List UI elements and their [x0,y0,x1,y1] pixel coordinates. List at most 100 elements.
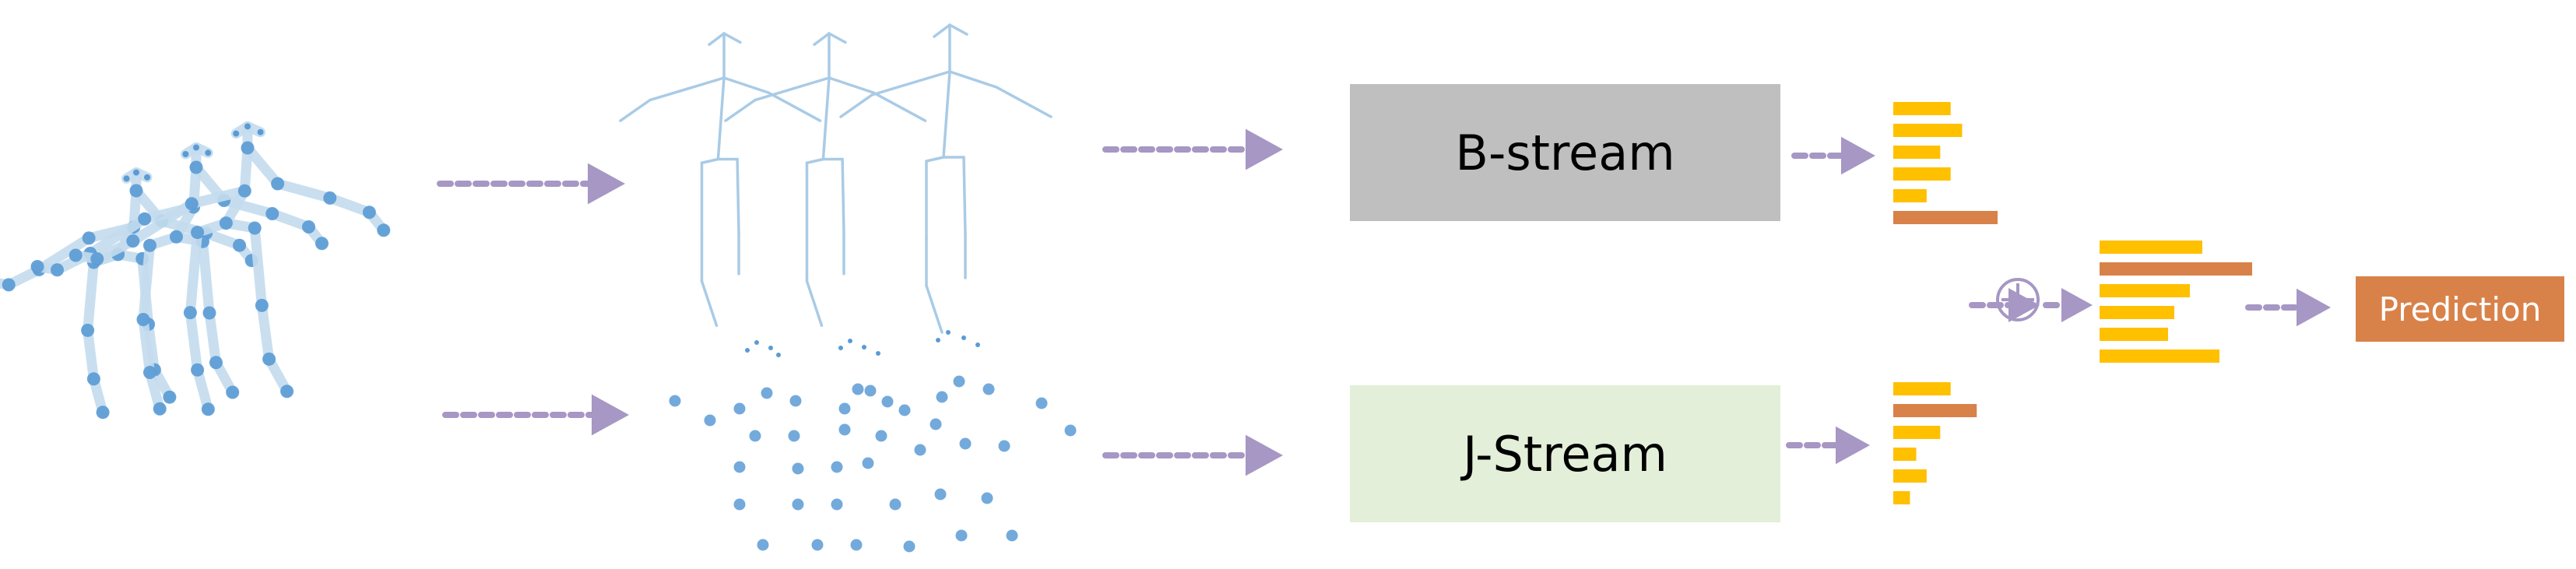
skeleton-3-bone-8 [92,236,139,265]
b-stream-label: B-stream [1455,124,1675,181]
skeleton-2-joint-10 [30,260,44,273]
skeleton-1-bone-16 [83,325,99,385]
skeleton-3-joint-12 [323,191,337,205]
bone-skeleton-2-segment-4 [754,76,831,102]
skeleton-2-joint-16 [136,313,150,326]
skeleton-3-bone-7 [128,198,197,247]
bone-skeleton-1-segment-12 [700,279,719,327]
j-stream-score-bar-6 [1893,491,1910,504]
joint-dot-30 [831,498,843,511]
joint-dot-34 [757,539,769,551]
joint-dot-25 [914,444,926,456]
j-stream-score-bar-4 [1893,448,1917,461]
bone-skeleton-1-segment-5 [619,98,652,122]
joint-dot-7 [788,430,800,442]
joint-dot-26 [959,437,972,450]
b-stream-box-bg [1350,84,1780,221]
b-stream-score-bar-5 [1893,189,1927,202]
b-stream-score-bar-1 [1893,102,1951,115]
skeleton-2-joint-6 [170,230,183,244]
skeleton-2-joint-20 [202,306,216,320]
joint-dot-14 [875,430,887,442]
skeleton-3-joint-9 [90,252,104,266]
bone-skeleton-1-segment-9 [700,157,720,164]
arrow-to-bone-data-head [588,163,625,205]
bone-data-illustration [619,23,1053,334]
joint-head-dot-6 [848,339,852,343]
joint-head-dot-11 [961,335,966,340]
skeleton-3-joint-18 [201,402,215,416]
joint-dot-35 [811,539,824,551]
arrow-to-j-stream-head [1246,434,1283,476]
skeleton-2-joint-12 [265,207,279,220]
skeleton-3-joint-17 [191,363,205,377]
bone-skeleton-2-segment-5 [724,98,757,122]
bone-skeleton-3-segment-7 [995,86,1053,118]
input-skeleton-sequence [0,121,391,420]
bone-skeleton-2-segment-12 [805,279,824,327]
prediction-box-bg [2356,276,2564,342]
joint-dot-18 [1035,397,1048,409]
skeleton-2-bone-20 [204,307,221,368]
skeleton-2-bone-7 [85,213,150,258]
joint-data-illustration [669,330,1077,553]
skeleton-3-bone-17 [192,364,213,415]
prediction-box: Prediction [2356,276,2564,342]
fused-score-bar-3 [2100,284,2190,297]
j-stream-score-bar-2 [1893,404,1977,417]
bone-skeleton-2-segment-9 [805,157,825,164]
bone-skeleton-3-segment-6 [948,70,998,89]
joint-dot-3 [733,402,746,415]
joint-head-dot-10 [946,330,951,335]
skeleton-2-joint-17 [143,366,156,379]
joint-dot-22 [792,462,804,475]
joint-dot-36 [850,539,863,551]
skeleton-3-joint-13 [362,205,376,220]
b-stream-box: B-stream [1350,84,1780,221]
skeleton-2-joint-18 [153,402,167,416]
skeleton-2-joint-3 [205,149,212,156]
bone-skeleton-1-segment-8 [716,76,726,161]
skeleton-1-joint-4 [129,184,143,198]
joint-dot-33 [981,492,993,504]
skeleton-2-joint-7 [138,212,152,226]
skeleton-1-joint-7 [82,231,96,245]
joint-dot-32 [934,488,947,501]
bone-skeleton-1-segment-4 [648,76,726,102]
bone-skeleton-3-segment-14 [962,156,967,237]
joint-dot-9 [852,383,864,395]
joint-dot-13 [838,423,851,436]
skeleton-2-joint-1 [193,144,199,151]
joint-dot-19 [1064,424,1077,437]
bone-skeleton-1-segment-6 [722,76,770,94]
skeleton-3-joint-2 [233,130,240,137]
joint-dot-31 [889,498,901,511]
skeleton-3-joint-20 [255,298,269,312]
bone-skeleton-3-segment-4 [870,70,951,97]
skeleton-3-bone-15 [185,227,203,318]
score-bars [1893,102,2252,504]
joint-head-dot-2 [754,340,759,345]
flow-arrows [437,128,2331,476]
joint-dot-21 [733,461,746,473]
skeleton-3-joint-22 [280,385,294,399]
b-stream-score-bar-3 [1893,146,1941,159]
bone-skeleton-3-segment-8 [942,70,951,159]
bone-skeleton-3-segment-12 [925,284,944,334]
bone-skeleton-3-segment-1 [933,23,951,38]
skeleton-3-joint-3 [257,128,264,135]
skeleton-3-joint-5 [237,184,251,198]
joint-dot-11 [881,395,894,408]
joint-dot-37 [903,540,915,553]
skeleton-2-joint-13 [302,220,315,234]
joint-dot-6 [749,430,761,442]
joint-dot-28 [733,498,746,511]
skeleton-3-bone-20 [256,300,275,364]
skeleton-3-bone-10 [242,142,283,189]
joint-head-dot-5 [838,346,843,350]
bone-skeleton-1-segment-1 [708,32,726,46]
bone-skeleton-2-segment-1 [813,32,831,46]
circle-plus-icon [1996,278,2040,321]
fused-score-bar-2 [2100,262,2252,276]
